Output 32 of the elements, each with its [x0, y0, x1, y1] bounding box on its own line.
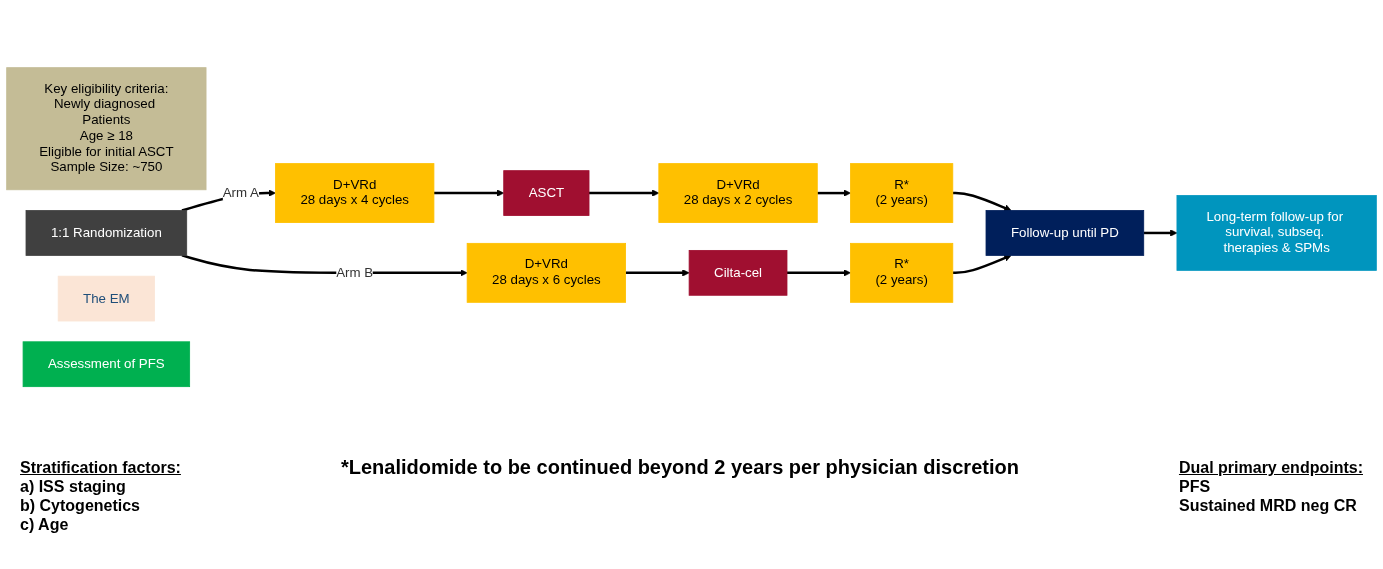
node-box: Follow-up until PD — [985, 210, 1145, 257]
arrow — [1143, 229, 1178, 237]
arrow — [817, 189, 851, 198]
heading-text: Stratification factors: — [20, 458, 181, 477]
arrow — [625, 269, 690, 277]
node-box: Cilta-cel — [688, 250, 788, 297]
node-box: D+VRd 28 days x 4 cycles — [275, 163, 435, 224]
arrow — [952, 192, 1012, 212]
heading-text: Dual primary endpoints: — [1178, 458, 1363, 477]
list-item: a) ISS staging — [20, 477, 127, 496]
node-box: The EM — [57, 276, 155, 322]
node-box: 1:1 Randomization — [25, 210, 188, 257]
arrow — [787, 269, 851, 277]
list-item: b) Cytogenetics — [20, 496, 141, 515]
node-box: Long-term follow-up for survival, subseq. therapies & SPMs — [1176, 195, 1377, 272]
node-box: Key eligibility criteria: Newly diagnosed Patients Age ≥ 18 Eligible for initial ASCT Sample Size: ~750 — [6, 67, 207, 191]
arrow — [589, 189, 660, 198]
arrow — [952, 254, 1012, 275]
node-box: R* (2 years) — [850, 163, 954, 224]
node-box: Assessment of PFS — [22, 341, 191, 388]
footnote-text: *Lenalidomide to be continued beyond 2 years per physician discretion — [340, 458, 1019, 477]
node-box: ASCT — [503, 170, 590, 217]
arrow — [433, 189, 505, 198]
edge-label: Arm A — [222, 185, 259, 201]
arrow — [181, 254, 468, 277]
node-box: D+VRd 28 days x 6 cycles — [466, 243, 626, 304]
list-item: c) Age — [20, 515, 70, 534]
node-box: D+VRd 28 days x 2 cycles — [658, 163, 818, 224]
edge-label: Arm B — [336, 265, 374, 280]
list-item: PFS — [1178, 477, 1212, 496]
list-item: Sustained MRD neg CR — [1178, 496, 1358, 515]
node-box: R* (2 years) — [850, 243, 954, 304]
